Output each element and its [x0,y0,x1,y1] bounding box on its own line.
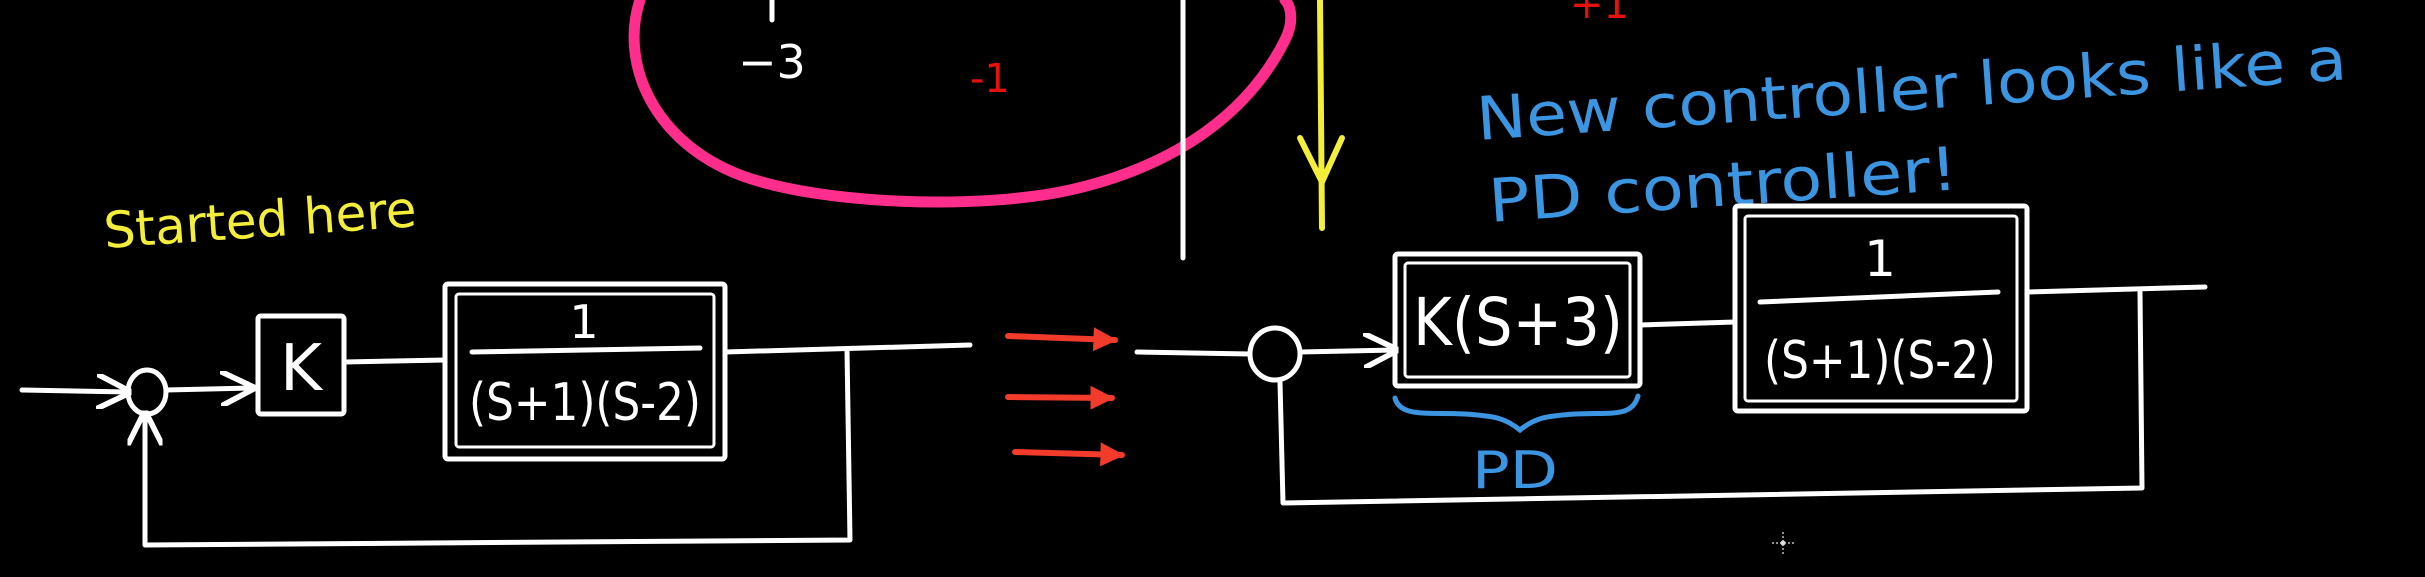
fraction-bar-right [1757,289,2001,305]
output-line-right [2024,284,2208,295]
gain-block-label: K [280,332,324,406]
controller-block [1392,251,1643,389]
transition-arrow [1005,327,1118,352]
feedback-loop-right [1277,289,2145,506]
pole-label: −3 [738,35,806,89]
controller-to-plant-line [1637,319,1738,328]
controller-block-label: K(S+3) [1413,284,1623,361]
summing-junction-right [1247,325,1303,383]
transition-arrow [1005,385,1115,410]
junction-to-gain-line [163,388,252,390]
input-signal-line [19,390,128,392]
junction-to-controller-line [1297,350,1395,352]
summing-junction [125,367,169,417]
plant-numerator-left: 1 [569,295,598,349]
fraction-bar-left [469,345,703,355]
new-controller-note-line-1: New controller looks like a [1474,24,2349,155]
input-signal-line-right [1134,349,1253,357]
pd-label: PD [1472,441,1558,501]
started-here-note: Started here [102,180,419,260]
new-controller-note-line-2: PD controller! [1486,134,1960,237]
yellow-down-arrow [1297,0,1345,231]
transition-arrow [1012,442,1125,467]
red-label-left: -1 [970,56,1010,102]
left-block-diagram: Started here K 1 (S+1)(S-2) [19,180,973,548]
transition-arrows [1005,327,1125,467]
plant-numerator-right: 1 [1864,230,1896,288]
pd-brace [1392,393,1641,434]
plant-denominator-left: (S+1)(S-2) [469,373,701,433]
plant-block-left [442,281,728,462]
red-label-right: +1 [1570,0,1629,28]
feedback-loop-left [145,347,853,548]
plant-denominator-right: (S+1)(S-2) [1764,331,1996,391]
crosshair-cursor-icon [1772,532,1794,554]
gain-to-plant-line [341,357,448,365]
plant-block-right [1732,203,2030,414]
top-sketch: −3 -1 +1 [628,0,1629,261]
gain-block [255,313,347,417]
pink-encircled-region [628,0,1297,208]
